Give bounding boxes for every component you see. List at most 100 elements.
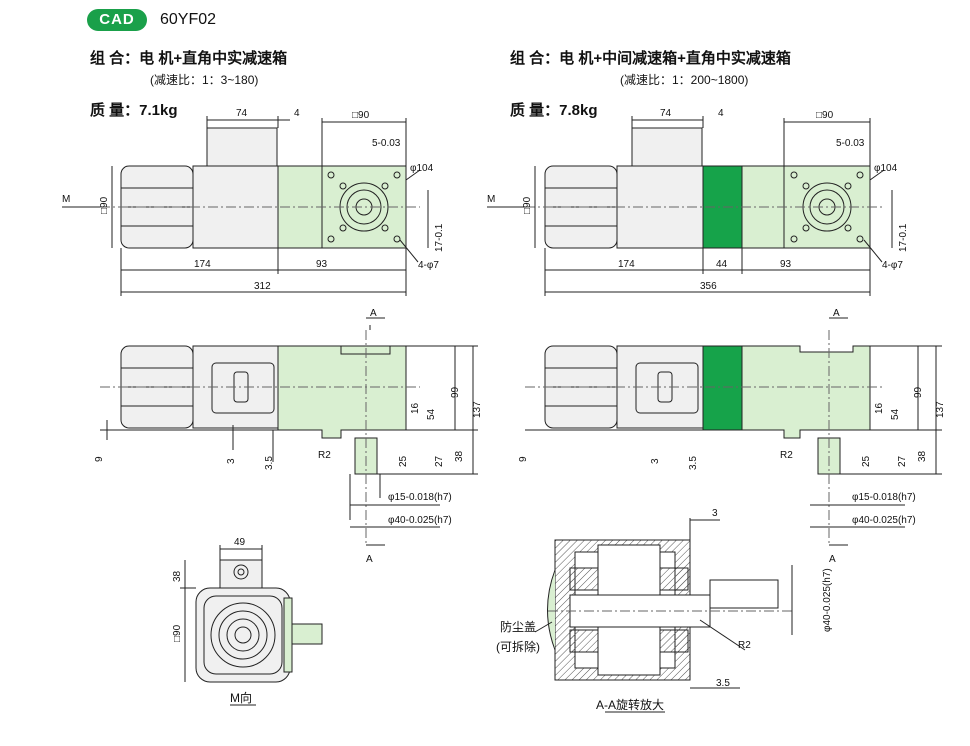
right-combo-heading: 组 合：电 机+中间减速箱+直角中实减速箱: [510, 50, 791, 68]
right-section-a-bottom: A: [829, 554, 836, 565]
right-dim-174: 174: [618, 259, 635, 270]
right-dim-holes: 4-φ7: [882, 260, 903, 271]
left-dim-r2: R2: [318, 450, 331, 461]
left-combo-label: 组 合：: [90, 50, 140, 67]
right-dim-137: 137: [935, 401, 946, 418]
left-dim-25: 25: [398, 455, 409, 467]
section-dim-3-5: 3.5: [716, 678, 730, 689]
section-cover-label: 防尘盖: [500, 619, 536, 634]
right-dimension-labels: 74 4 □90 5-0.03 φ104 M □90 17-0.1 4-φ7 1…: [487, 108, 946, 565]
left-dim-m: M: [62, 194, 70, 205]
left-dim-holes: 4-φ7: [418, 260, 439, 271]
left-dim-74: 74: [236, 108, 248, 119]
right-dim-d104: φ104: [874, 163, 898, 174]
left-dim-key: 5-0.03: [372, 138, 401, 149]
left-mass-label: 质 量：: [90, 102, 140, 119]
left-mass-value: 7.1kg: [139, 102, 178, 119]
right-dim-25: 25: [861, 455, 872, 467]
m-view-labels: 49 38 □90 M向: [172, 537, 252, 705]
left-dim-4: 4: [294, 108, 300, 119]
mview-dim-sq90: □90: [172, 624, 183, 642]
section-caption: A-A旋转放大: [596, 697, 664, 712]
right-dim-key: 5-0.03: [836, 138, 865, 149]
left-side-view: [100, 317, 478, 546]
left-dim-9: 9: [94, 456, 105, 462]
right-dim-74: 74: [660, 108, 672, 119]
right-dim-99: 99: [913, 386, 924, 398]
right-side-view: [525, 317, 942, 546]
left-terminal-box-side: [211, 362, 275, 414]
left-section-a-top: A: [370, 308, 377, 319]
right-dim-9: 9: [518, 456, 529, 462]
right-section-a-top: A: [833, 308, 840, 319]
right-dim-16: 16: [874, 402, 885, 414]
left-dim-shaft15: φ15-0.018(h7): [388, 492, 452, 503]
section-dim-shaft: φ40-0.025(h7): [822, 568, 833, 632]
left-dim-54: 54: [426, 408, 437, 420]
right-dim-sq90v: □90: [522, 196, 533, 214]
right-dim-h17: 17-0.1: [898, 223, 909, 252]
right-dim-38: 38: [917, 450, 928, 462]
model-number: 60YF02: [160, 11, 217, 28]
right-dim-44: 44: [716, 259, 728, 270]
left-mass-heading: 质 量：7.1kg: [90, 102, 178, 120]
right-terminal-box: [631, 127, 703, 167]
right-mass-label: 质 量：: [510, 102, 560, 119]
right-mass-value: 7.8kg: [559, 102, 598, 119]
right-dim-3-5: 3.5: [688, 456, 699, 470]
right-dim-27: 27: [897, 455, 908, 467]
right-combo-label: 组 合：: [510, 50, 560, 67]
cad-badge: CAD: [87, 9, 147, 31]
right-dim-shaft15: φ15-0.018(h7): [852, 492, 916, 503]
mview-dim-38: 38: [172, 570, 183, 582]
left-combo-heading: 组 合：电 机+直角中实减速箱: [90, 50, 287, 68]
right-mass-heading: 质 量：7.8kg: [510, 102, 598, 120]
right-dim-shaft40: φ40-0.025(h7): [852, 515, 916, 526]
left-dim-137: 137: [472, 401, 483, 418]
left-dim-312: 312: [254, 281, 271, 292]
left-dim-3-5: 3.5: [264, 456, 275, 470]
left-dim-sq90v: □90: [99, 196, 110, 214]
section-labels: 3 3.5 R2 φ40-0.025(h7) 防尘盖 (可拆除) A-A旋转放大: [496, 508, 833, 712]
right-dim-4: 4: [718, 108, 724, 119]
right-ratio: (减速比：1：200~1800): [620, 73, 749, 87]
right-dim-sq90: □90: [816, 110, 834, 121]
left-top-view: [62, 116, 429, 296]
right-dim-m: M: [487, 194, 495, 205]
left-dim-174: 174: [194, 259, 211, 270]
section-shaft: [709, 579, 779, 609]
left-dim-27: 27: [434, 455, 445, 467]
left-combo-text: 电 机+直角中实减速箱: [139, 50, 288, 67]
left-dim-d104: φ104: [410, 163, 434, 174]
right-dim-3: 3: [650, 458, 661, 464]
right-dim-54: 54: [890, 408, 901, 420]
left-dim-16: 16: [410, 402, 421, 414]
left-ratio: (减速比：1：3~180): [150, 73, 259, 87]
left-dim-38: 38: [454, 450, 465, 462]
mview-caption: M向: [230, 690, 252, 705]
section-aa-view: [534, 518, 795, 713]
left-dim-93: 93: [316, 259, 328, 270]
left-section-a-bottom: A: [366, 554, 373, 565]
section-dim-r2: R2: [738, 640, 751, 651]
m-direction-view: [180, 545, 323, 706]
left-gearbox-side: [277, 345, 407, 439]
left-terminal-box: [206, 127, 278, 167]
mview-dim-49: 49: [234, 537, 246, 548]
right-dim-356: 356: [700, 281, 717, 292]
right-combo-text: 电 机+中间减速箱+直角中实减速箱: [559, 50, 791, 67]
right-dim-r2: R2: [780, 450, 793, 461]
section-removable-label: (可拆除): [496, 639, 540, 654]
section-dim-3: 3: [712, 508, 718, 519]
left-dim-h17: 17-0.1: [434, 223, 445, 252]
left-dimension-labels: 74 4 □90 5-0.03 φ104 M □90 17-0.1 4-φ7 1…: [62, 108, 483, 565]
left-dim-sq90: □90: [352, 110, 370, 121]
left-dim-shaft40: φ40-0.025(h7): [388, 515, 452, 526]
right-dim-93: 93: [780, 259, 792, 270]
right-top-view: [487, 116, 893, 296]
left-dim-3: 3: [226, 458, 237, 464]
m-view-motor-face: [195, 587, 291, 683]
left-dim-99: 99: [450, 386, 461, 398]
dust-cover: [547, 569, 556, 651]
